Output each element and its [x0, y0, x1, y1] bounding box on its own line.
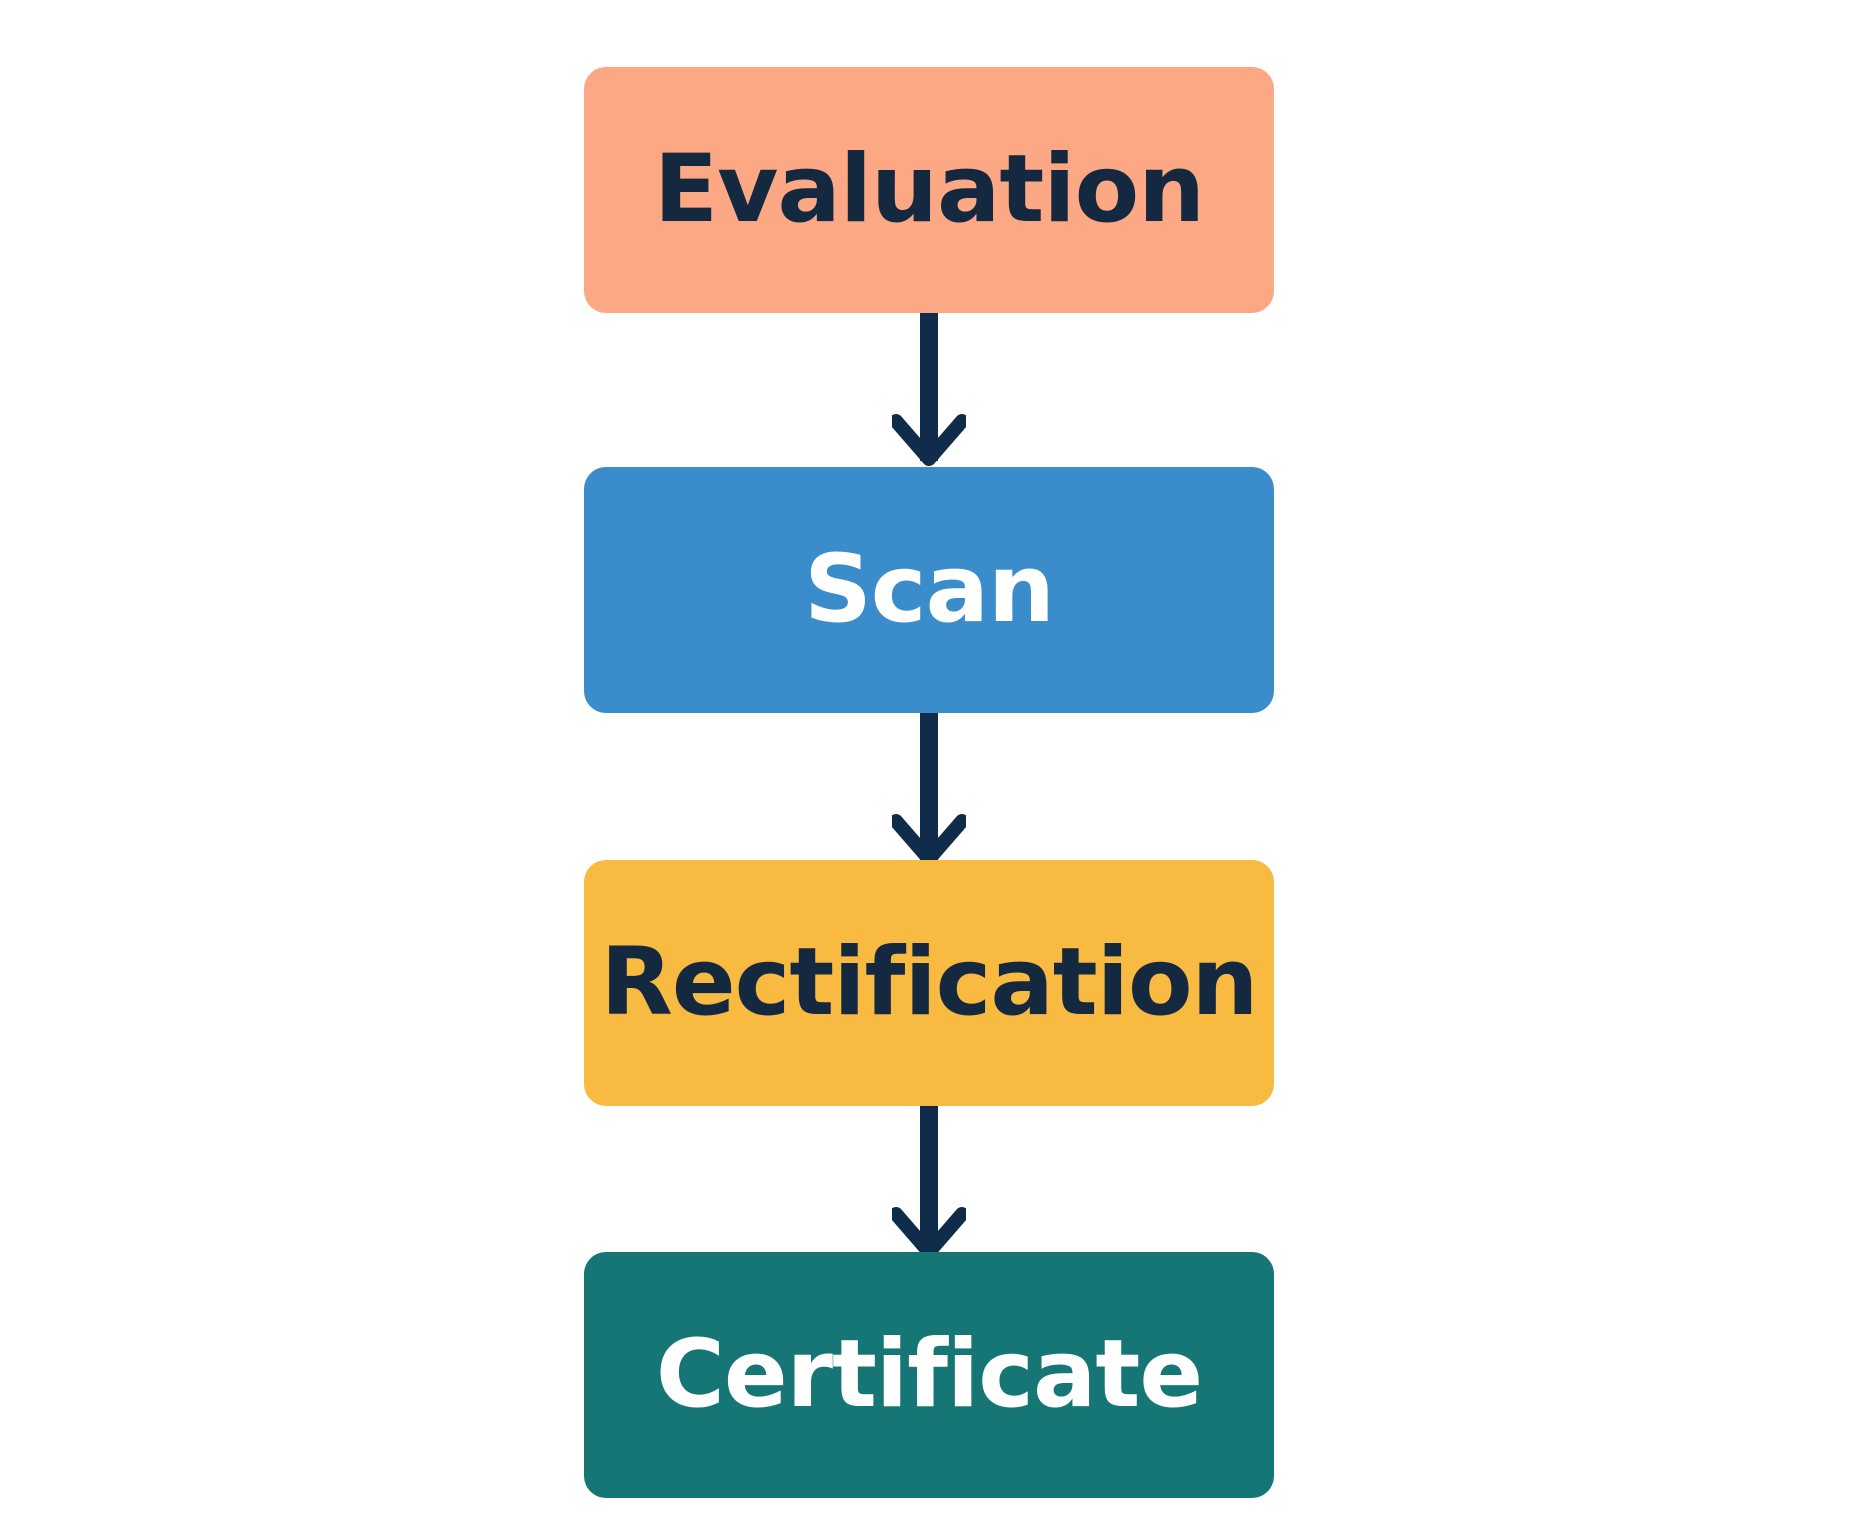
step-label-scan: Scan	[804, 535, 1055, 644]
arrowhead-icon	[892, 814, 966, 866]
arrow-scan-to-rectification	[892, 713, 966, 866]
arrow-rectification-to-certificate	[892, 1106, 966, 1259]
step-box-evaluation: Evaluation	[584, 67, 1274, 313]
step-label-certificate: Certificate	[655, 1320, 1203, 1429]
step-label-evaluation: Evaluation	[653, 135, 1205, 244]
step-label-rectification: Rectification	[600, 928, 1259, 1037]
step-box-rectification: Rectification	[584, 860, 1274, 1106]
arrow-evaluation-to-scan	[892, 313, 966, 466]
step-box-certificate: Certificate	[584, 1252, 1274, 1498]
step-box-scan: Scan	[584, 467, 1274, 713]
arrowhead-icon	[892, 414, 966, 466]
